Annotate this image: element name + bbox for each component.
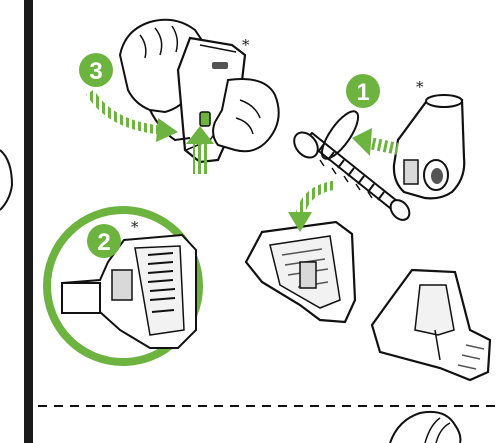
step-2-number: 2	[97, 229, 110, 256]
nozzle-head-closed	[372, 270, 490, 380]
asterisk-step-1: *	[416, 80, 424, 95]
asterisk-step-3: *	[242, 38, 250, 53]
step-3-number: 3	[89, 58, 102, 85]
next-step-partial-icon	[390, 412, 460, 443]
release-button	[200, 112, 210, 126]
step-1-number: 1	[356, 79, 369, 106]
asterisk-step-2: *	[131, 220, 139, 235]
step-1-illustration: 1	[289, 74, 464, 224]
left-frame-bar	[24, 0, 33, 443]
step-2-detail-circle: 2	[47, 210, 199, 362]
up-arrow-icon	[193, 142, 207, 174]
adjacent-part-outline	[0, 150, 12, 210]
nozzle-head-icon	[246, 185, 355, 322]
curved-arrow-icon	[300, 185, 335, 215]
dashed-arrow-icon	[369, 137, 399, 155]
